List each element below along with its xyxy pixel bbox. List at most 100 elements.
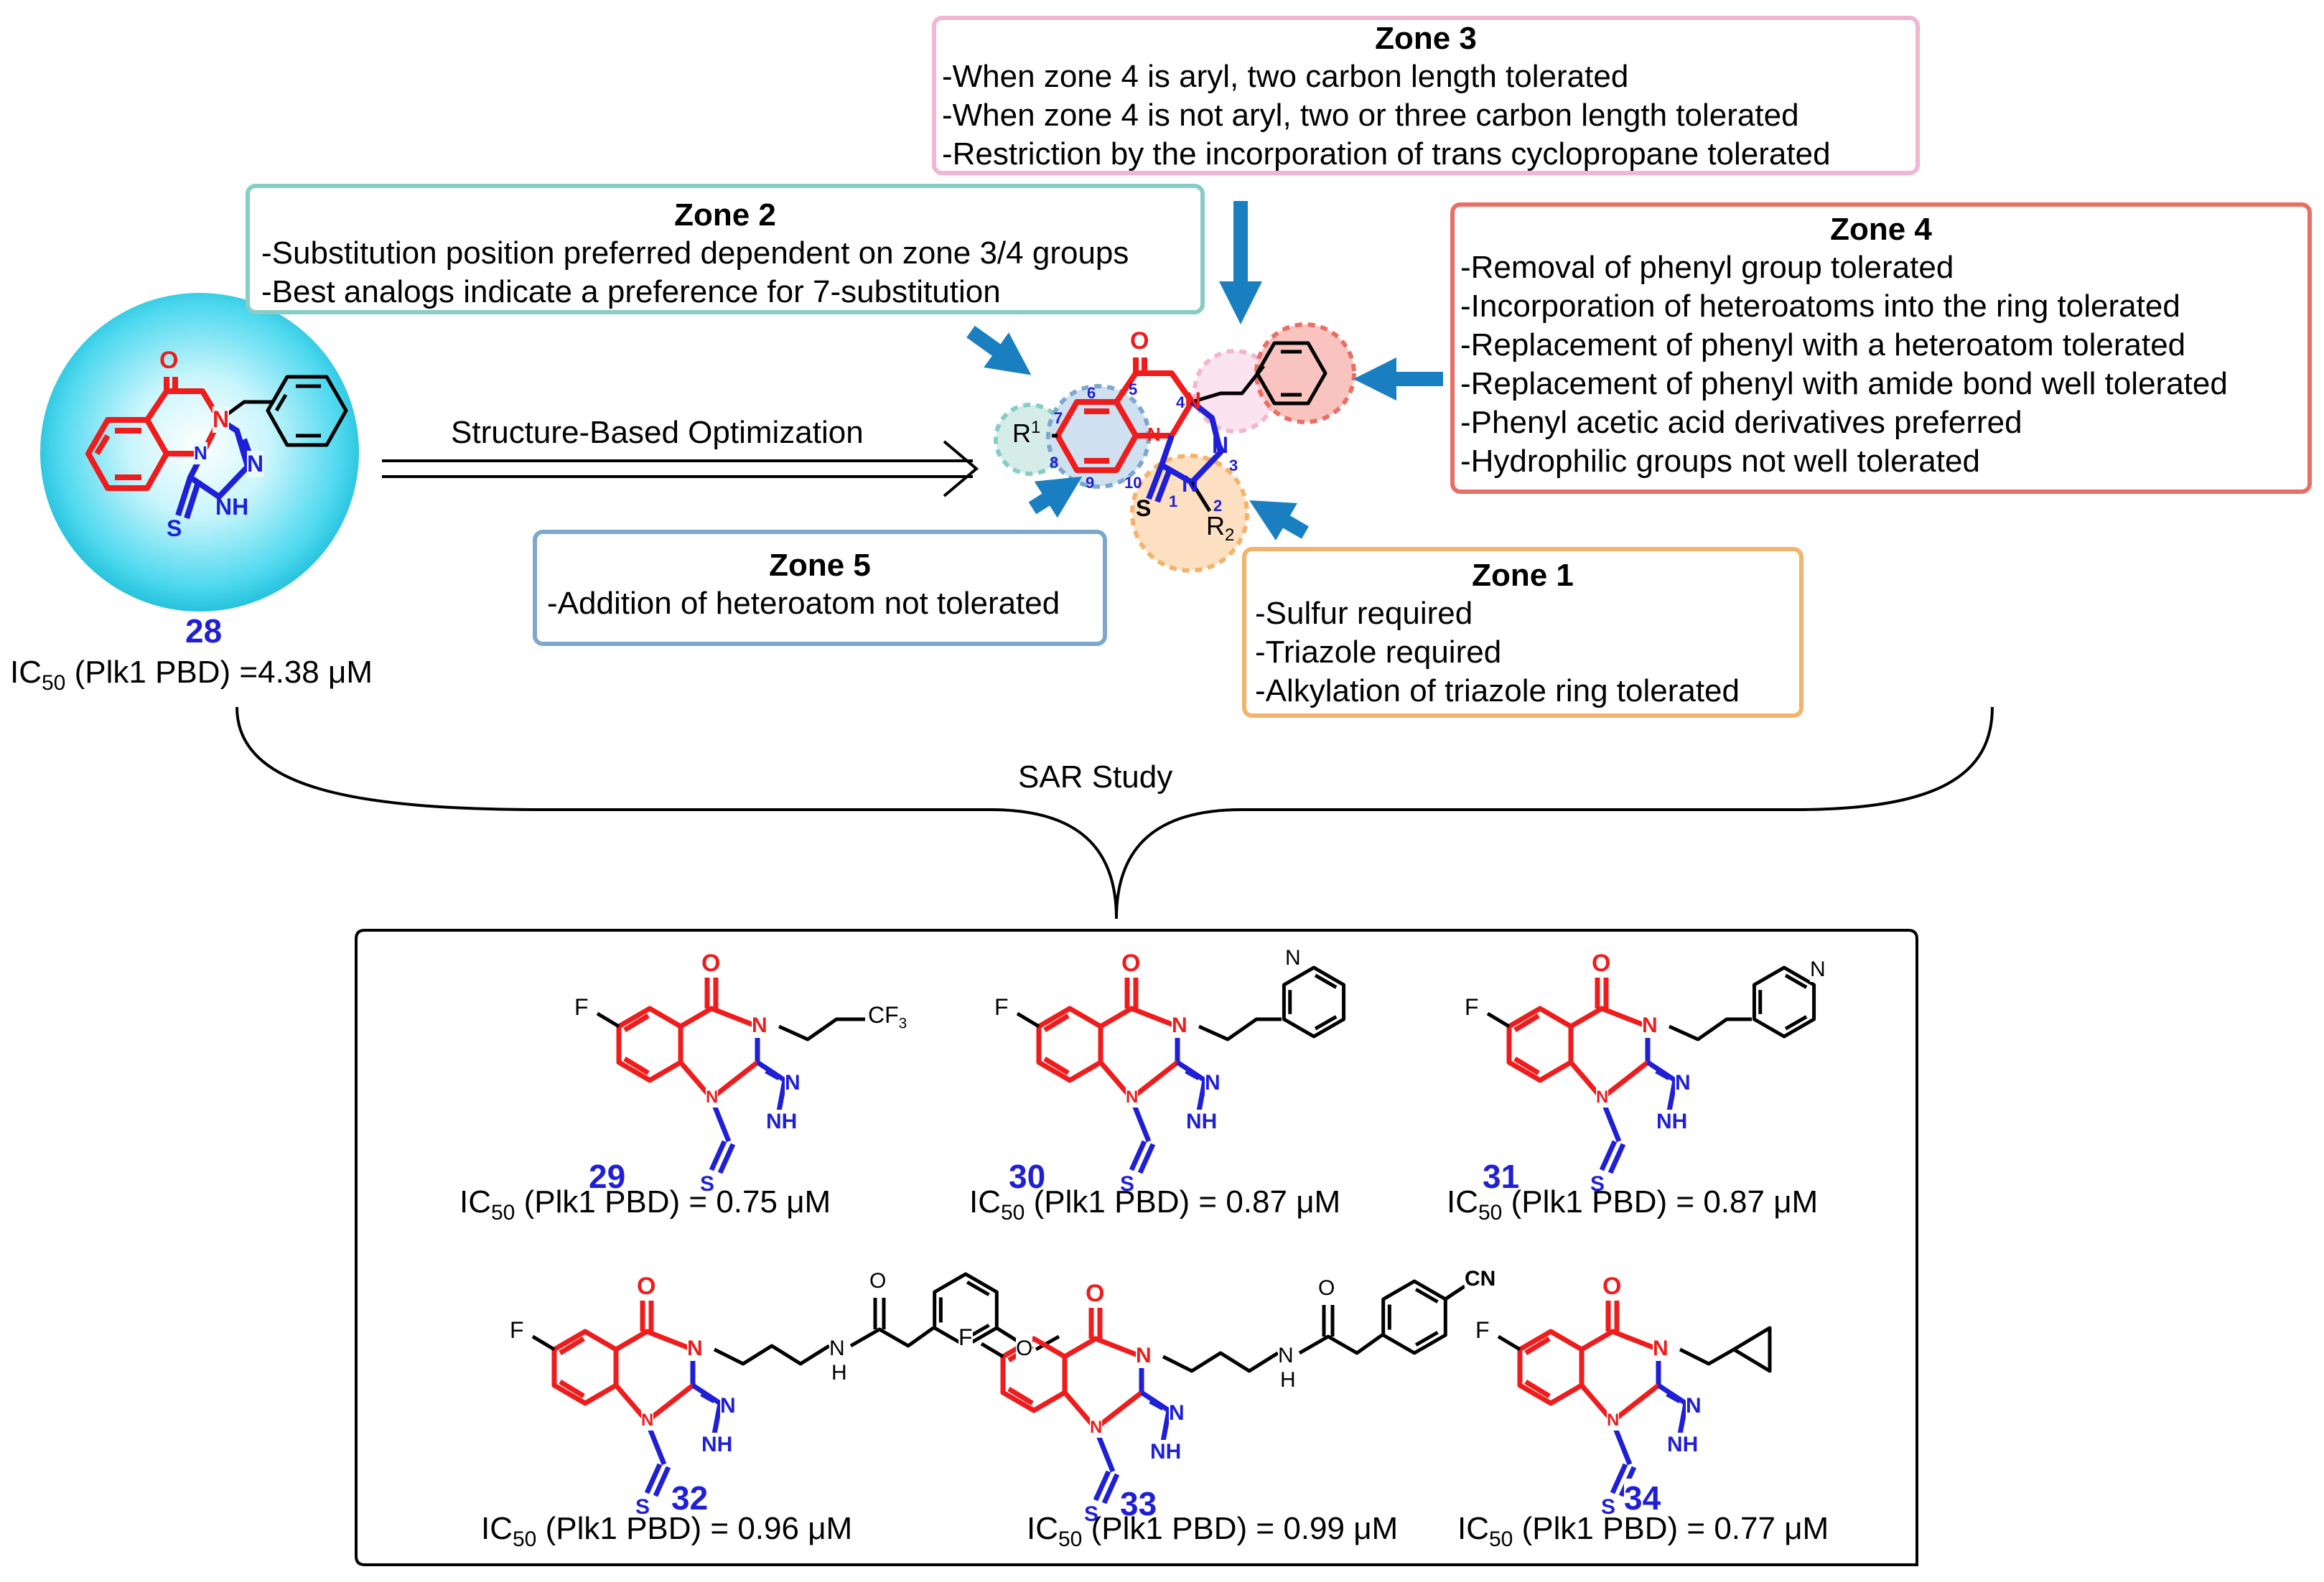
analog-30-ic50-value: (Plk1 PBD) = 0.87 μM xyxy=(1025,1184,1341,1220)
zone4-line-1: -Removal of phenyl group tolerated xyxy=(1460,250,1954,285)
analog-29-atom-n10: N xyxy=(706,1087,719,1108)
analog-30-core xyxy=(1016,976,1208,1174)
lead-compound-number: 28 xyxy=(185,612,223,650)
zone4-line-3: -Replacement of phenyl with a heteroatom… xyxy=(1460,327,2186,362)
zone3-line-1: -When zone 4 is aryl, two carbon length … xyxy=(942,59,1629,94)
zone3-line-3: -Restriction by the incorporation of tra… xyxy=(942,136,1831,172)
analog-31-atom-s: S xyxy=(1590,1172,1605,1197)
zone1-line-1: -Sulfur required xyxy=(1255,596,1473,631)
analog-32-atom-n10: N xyxy=(641,1410,654,1431)
analog-29-sidechain xyxy=(778,1017,865,1042)
analog-34-ic50-value: (Plk1 PBD) = 0.77 μM xyxy=(1513,1511,1829,1546)
analog-31-ic50: IC50 (Plk1 PBD) = 0.87 μM xyxy=(1447,1184,1818,1225)
analog-33-atom-nh: NH xyxy=(1150,1440,1182,1464)
zone4-box: Zone 4 -Removal of phenyl group tolerate… xyxy=(1450,202,2312,494)
analog-32-number: 32 xyxy=(671,1479,709,1517)
analog-30-atom-o: O xyxy=(1121,950,1141,978)
analog-31-atom-n3: N xyxy=(1675,1071,1691,1095)
scaffold-r2-label: R xyxy=(1206,511,1225,540)
analog-31-atom-nh: NH xyxy=(1656,1110,1688,1134)
zone4-line-5: -Phenyl acetic acid derivatives preferre… xyxy=(1460,405,2022,440)
scaffold-r1-sup: 1 xyxy=(1031,418,1041,437)
lead-atom-s: S xyxy=(167,515,182,541)
analog-33-atom-n: N xyxy=(1136,1344,1152,1368)
lead-ic50-value: (Plk1 PBD) =4.38 μM xyxy=(65,655,373,690)
analog-33-ic50-prefix: IC xyxy=(1027,1511,1058,1546)
analog-29-ic50-value: (Plk1 PBD) = 0.75 μM xyxy=(515,1184,831,1220)
analog-33-number: 33 xyxy=(1120,1484,1157,1523)
zone4-highlight xyxy=(1254,322,1356,424)
analog-33-atom-h: H xyxy=(1280,1368,1296,1393)
scaffold-pos-6: 6 xyxy=(1087,384,1096,402)
analog-34-ic50-prefix: IC xyxy=(1457,1511,1489,1546)
scaffold-r1-label: R xyxy=(1012,418,1031,448)
analog-32-atom-nh: NH xyxy=(701,1433,733,1457)
analog-30-ic50-prefix: IC xyxy=(969,1184,1001,1220)
analog-32-atom-n: N xyxy=(829,1337,845,1361)
analog-34-atom-n: N xyxy=(1653,1337,1669,1361)
analog-32-ic50-prefix: IC xyxy=(481,1511,513,1546)
scaffold-atom-o: O xyxy=(1130,327,1149,355)
analog-34-atom-n10: N xyxy=(1607,1410,1620,1431)
analog-30-atom-nh: NH xyxy=(1186,1110,1218,1134)
analog-33-atom-f: F xyxy=(958,1324,973,1351)
analog-33-atom-o: O xyxy=(1318,1276,1335,1301)
analog-panel-frame xyxy=(355,929,1918,1566)
analog-31-atom-n: N xyxy=(1642,1014,1658,1038)
analog-31-ic50-prefix: IC xyxy=(1447,1184,1478,1220)
analog-34-atom-o: O xyxy=(1602,1273,1622,1301)
zone5-box: Zone 5 -Addition of heteroatom not toler… xyxy=(533,530,1107,646)
scaffold-pos-1: 1 xyxy=(1169,492,1178,510)
scaffold-atom-n4: N xyxy=(1185,388,1202,413)
analog-29-core xyxy=(596,976,788,1174)
analog-31-sidechain xyxy=(1668,965,1816,1042)
analog-30-sidechain xyxy=(1198,965,1346,1042)
analog-29-atom-o: O xyxy=(701,950,721,978)
analog-30-atom-n: N xyxy=(1285,946,1301,970)
analog-32-sidechain xyxy=(713,1272,1060,1366)
analog-30-atom-n: N xyxy=(1172,1014,1187,1038)
analog-30-ic50: IC50 (Plk1 PBD) = 0.87 μM xyxy=(969,1184,1340,1225)
scaffold-pos-8: 8 xyxy=(1050,454,1059,472)
analog-30-atom-f: F xyxy=(994,994,1009,1021)
lead-atom-n: N xyxy=(213,406,230,433)
zone3-title: Zone 3 xyxy=(1375,21,1477,56)
analog-33-atom-cn: CN xyxy=(1465,1267,1496,1291)
analog-32-ic50: IC50 (Plk1 PBD) = 0.96 μM xyxy=(481,1511,852,1552)
lead-atom-nh: NH xyxy=(215,494,249,520)
analog-29-atom-cf3-sub: 3 xyxy=(898,1015,907,1032)
analog-31-atom-n10: N xyxy=(1596,1087,1609,1108)
analog-34-ic50: IC50 (Plk1 PBD) = 0.77 μM xyxy=(1457,1511,1829,1552)
analog-34-number: 34 xyxy=(1624,1479,1661,1517)
scaffold-pos-2: 2 xyxy=(1213,497,1223,515)
analog-29-number: 29 xyxy=(589,1157,626,1196)
zone1-box: Zone 1 -Sulfur required -Triazole requir… xyxy=(1242,547,1803,718)
scaffold-r1: R1 xyxy=(1012,418,1040,449)
zone1-arrow xyxy=(1249,500,1309,540)
analog-31-number: 31 xyxy=(1483,1157,1520,1196)
analog-31-core xyxy=(1486,976,1678,1174)
analog-32-atom-s: S xyxy=(635,1495,650,1520)
analog-33-atom-n10: N xyxy=(1090,1418,1103,1438)
analog-31-ic50-value: (Plk1 PBD) = 0.87 μM xyxy=(1502,1184,1819,1220)
analog-32-atom-n: N xyxy=(687,1337,703,1361)
analog-31-atom-f: F xyxy=(1465,994,1479,1021)
optimization-label: Structure-Based Optimization xyxy=(451,415,864,450)
scaffold-r2-sub: 2 xyxy=(1225,525,1235,546)
scaffold-atom-n10: N xyxy=(1147,423,1161,445)
analog-30-atom-n10: N xyxy=(1126,1087,1139,1108)
analog-33-sidechain xyxy=(1162,1279,1466,1373)
analog-31-ic50-sub: 50 xyxy=(1478,1200,1503,1225)
analog-33-ic50-sub: 50 xyxy=(1058,1527,1083,1551)
zone4-line-4: -Replacement of phenyl with amide bond w… xyxy=(1460,366,2228,401)
analog-34-sidechain xyxy=(1679,1326,1772,1373)
lead-ic50-prefix: IC xyxy=(10,655,42,690)
analog-32-atom-h: H xyxy=(831,1361,847,1385)
analog-32-atom-ome-o: O xyxy=(1016,1337,1033,1361)
analog-32-ic50-value: (Plk1 PBD) = 0.96 μM xyxy=(536,1511,853,1546)
analog-29-atom-f: F xyxy=(574,994,589,1021)
lead-atom-n10: N xyxy=(194,442,207,464)
analog-29-ic50-sub: 50 xyxy=(491,1200,515,1225)
analog-33-ic50: IC50 (Plk1 PBD) = 0.99 μM xyxy=(1027,1511,1398,1552)
